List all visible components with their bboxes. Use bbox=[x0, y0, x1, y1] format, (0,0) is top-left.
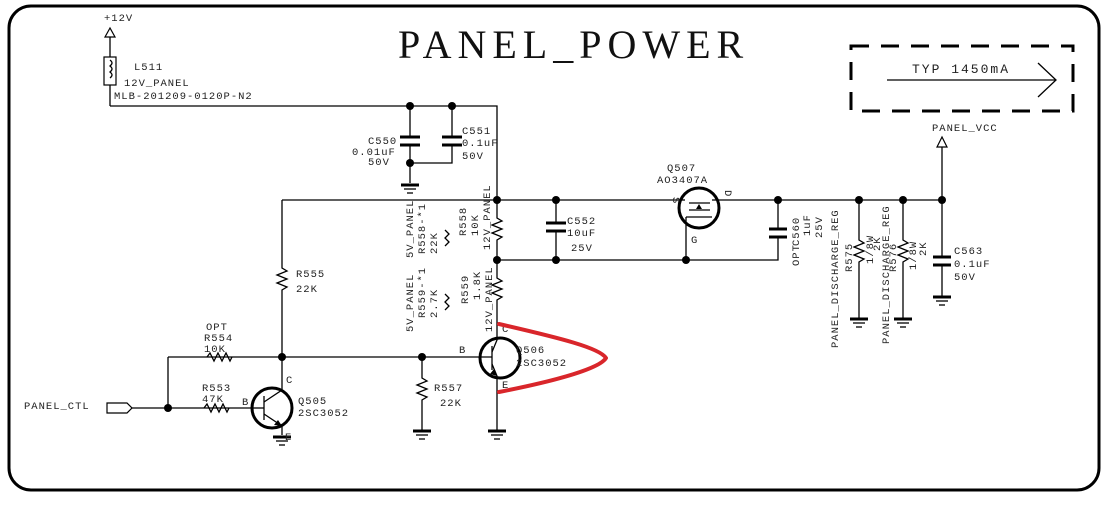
R554-value: 10K bbox=[204, 344, 226, 356]
C551-value: 0.1uF bbox=[462, 138, 499, 150]
R558-alt-ref: R558-*1 bbox=[417, 203, 429, 254]
R559-net: 12V_PANEL bbox=[484, 266, 496, 332]
C551-ref: C551 bbox=[462, 126, 491, 138]
wire-gate-rail bbox=[497, 238, 779, 261]
C552-value: 10uF bbox=[567, 228, 596, 240]
Q505-ref: Q505 bbox=[298, 396, 327, 408]
C550-voltage: 50V bbox=[368, 157, 390, 169]
power-port-icon bbox=[103, 26, 117, 38]
current-note-text: TYP 1450mA bbox=[912, 62, 1010, 77]
Q507-pin-s: S bbox=[669, 197, 681, 204]
vout-label: PANEL_VCC bbox=[932, 123, 998, 135]
R555-value: 22K bbox=[296, 284, 318, 296]
Q505-pin-b: B bbox=[242, 397, 249, 409]
Q506-ref: Q506 bbox=[516, 345, 545, 357]
C552-ref: C552 bbox=[567, 216, 596, 228]
Q505-pin-c: C bbox=[286, 375, 293, 387]
C563-value: 0.1uF bbox=[954, 259, 991, 271]
panel-vcc-port-icon bbox=[936, 135, 948, 148]
current-note-box bbox=[849, 44, 1075, 113]
Q505-pin-e: E bbox=[285, 432, 292, 444]
current-arrow-head-icon bbox=[1037, 62, 1057, 98]
Q507-pin-d: D bbox=[721, 190, 733, 197]
input-port-icon bbox=[106, 402, 133, 414]
R576-power: 1/8W bbox=[908, 241, 920, 270]
R559-value: 1.8K bbox=[472, 271, 484, 300]
Q505-part: 2SC3052 bbox=[298, 408, 349, 420]
R575-power: 1/8W bbox=[865, 235, 877, 264]
sheet-title: PANEL_POWER bbox=[398, 22, 749, 67]
Q506-pin-b: B bbox=[459, 345, 466, 357]
R559-ref: R559 bbox=[460, 275, 472, 304]
C563-voltage: 50V bbox=[954, 272, 976, 284]
R575-net: PANEL_DISCHARGE_REG bbox=[830, 209, 842, 348]
R558-value: 10K bbox=[470, 214, 482, 236]
R559-alt-net: 5V_PANEL bbox=[405, 274, 417, 332]
R558-net: 12V_PANEL bbox=[482, 184, 494, 250]
R575-ref: R575 bbox=[844, 243, 856, 272]
transistor-Q506-icon bbox=[478, 336, 522, 380]
R554-opt: OPT bbox=[206, 322, 228, 334]
C560-ref: C560 bbox=[791, 217, 803, 246]
R558-alt-net: 5V_PANEL bbox=[405, 200, 417, 258]
L511-part: MLB-201209-0120P-N2 bbox=[114, 91, 253, 103]
red-annotation-mark bbox=[497, 322, 608, 394]
R553-ref: R553 bbox=[202, 383, 231, 395]
R553-value: 47K bbox=[202, 394, 224, 406]
C550-value: 0.01uF bbox=[352, 147, 396, 159]
L511-net: 12V_PANEL bbox=[124, 78, 190, 90]
Q507-pin-g: G bbox=[691, 235, 698, 247]
R576-net: PANEL_DISCHARGE_REG bbox=[881, 205, 893, 344]
R558-alt-value: 22K bbox=[429, 232, 441, 254]
R576-value: 2K bbox=[918, 241, 930, 256]
C550-ref: C550 bbox=[368, 136, 397, 148]
R555-ref: R555 bbox=[296, 269, 325, 281]
R557-ref: R557 bbox=[434, 383, 463, 395]
R554-ref: R554 bbox=[204, 333, 233, 345]
wire-12v-rail bbox=[110, 105, 498, 200]
Q507-part: AO3407A bbox=[657, 175, 708, 187]
R558-ref: R558 bbox=[458, 207, 470, 236]
R576-ref: R576 bbox=[888, 243, 900, 272]
Q506-part: 2SC3052 bbox=[516, 358, 567, 370]
R559-alt-value: 2.7K bbox=[429, 289, 441, 318]
C560-value: 1uF bbox=[802, 214, 814, 236]
inductor-L511-icon bbox=[103, 56, 117, 86]
input-signal-label: PANEL_CTL bbox=[24, 401, 90, 413]
Q506-pin-c: C bbox=[502, 324, 509, 336]
vin-label: +12V bbox=[104, 13, 133, 25]
C560-voltage: 25V bbox=[814, 216, 826, 238]
C551-voltage: 50V bbox=[462, 151, 484, 163]
R575-value: 2K bbox=[872, 236, 884, 251]
Q506-pin-e: E bbox=[502, 380, 509, 392]
C563-ref: C563 bbox=[954, 246, 983, 258]
sheet-frame bbox=[7, 4, 1101, 492]
L511-ref: L511 bbox=[134, 62, 163, 74]
R559-alt-ref: R559-*1 bbox=[417, 267, 429, 318]
C552-voltage: 25V bbox=[571, 243, 593, 255]
C560-opt: OPT bbox=[791, 244, 803, 266]
R557-value: 22K bbox=[440, 398, 462, 410]
Q507-ref: Q507 bbox=[667, 163, 696, 175]
